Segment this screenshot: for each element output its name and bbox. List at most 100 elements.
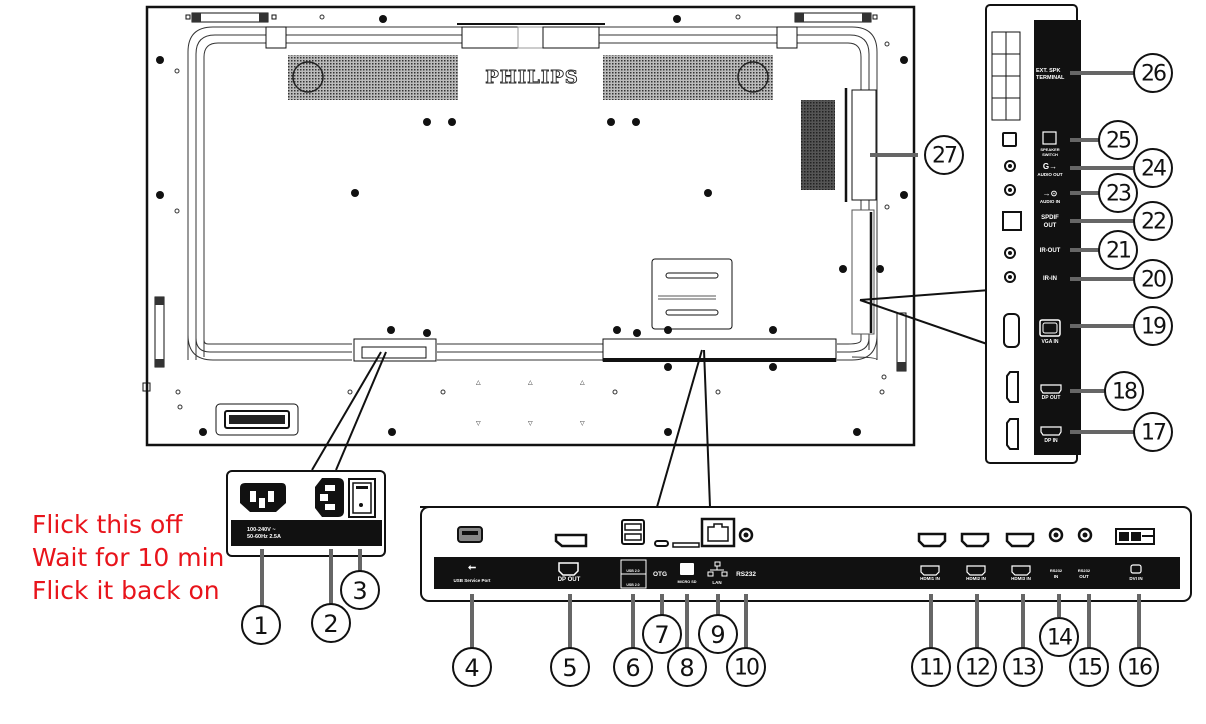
mounting-screws [156,15,908,436]
hdmi2-label-icon [966,565,986,576]
side-io-panel: EXT. SPK TERMINAL SPEAKER SWITCH G→ AUDI… [985,4,1081,464]
rs232-out-label: RS232 [1078,568,1091,573]
svg-text:17: 17 [1141,421,1166,446]
spdif-port-icon [1002,211,1022,231]
callout-19: 19 [1133,306,1173,346]
callout-circles: 1 2 3 4 5 6 7 8 9 10 11 12 13 14 15 16 1… [241,53,1173,687]
top-center-bracket [457,23,605,49]
dp-out-label: DP OUT [558,577,581,583]
side-label-strip [1034,20,1081,455]
callout-4: 4 [452,647,492,687]
usb-icon: ⭠ [468,562,476,573]
hdmi3-port-icon [1005,532,1035,548]
svg-text:9: 9 [710,621,725,649]
ac-out-socket-icon [315,478,344,517]
vga-in-label: VGA IN [1041,339,1058,345]
callout-18: 18 [1104,371,1144,411]
power-cycle-instruction: Flick this off Wait for 10 min Flick it … [32,508,224,607]
speaker-switch-label-icon [1042,131,1057,145]
svg-text:▽: ▽ [580,420,585,427]
power-callout-lines [260,549,362,607]
svg-text:3: 3 [352,577,367,605]
callout-17: 17 [1133,412,1173,452]
vent-grille [801,100,835,190]
frame-clip [776,26,798,49]
small-screws [174,14,890,410]
callout-2: 2 [311,603,351,643]
top-left-handle [185,12,277,23]
philips-logo: PHILIPS [485,67,579,88]
right-side-handle [896,312,907,372]
right-speaker-grille [603,55,773,100]
dp-out-port-icon [554,533,588,548]
power-rating-voltage: 100-240V ~ [247,527,276,533]
speaker-terminal-icon [991,31,1021,121]
svg-text:24: 24 [1141,157,1166,182]
hdmi1-port-icon [917,532,947,548]
svg-text:12: 12 [965,656,989,681]
top-right-handle [794,12,878,23]
speaker-switch-label: SPEAKER [1040,147,1059,152]
frame-clip [265,26,287,49]
svg-text:2: 2 [323,610,338,638]
callout-5: 5 [550,647,590,687]
monitor-outline [145,5,916,447]
rs232-in-label-2: IN [1054,574,1059,579]
bottom-io-panel: USB Service Port ⭠ DP OUT USB 2.0 USB 2.… [420,506,1192,602]
usb-service-label: USB Service Port [453,578,491,583]
hdmi1-label-icon [920,565,940,576]
svg-text:15: 15 [1077,656,1102,681]
ext-spk-label: EXT. SPK [1036,68,1060,74]
callout-15: 15 [1069,647,1109,687]
left-side-handle [142,296,165,392]
vga-port-icon [1003,313,1020,348]
svg-text:6: 6 [625,654,640,682]
ir-in-label: IR-IN [1043,276,1057,282]
lan-icon [707,561,728,577]
hdmi3-label: HDMI3 IN [1011,576,1031,581]
speaker-switch-icon [1002,132,1017,147]
lan-label: LAN [712,580,721,585]
dp-out-side-label-icon [1040,384,1062,394]
hdmi2-label: HDMI2 IN [966,576,986,581]
callout-27: 27 [924,135,964,175]
callout-25: 25 [1098,120,1138,160]
dp-out-side-label: DP OUT [1042,395,1061,401]
callout-10: 10 [726,647,766,687]
micro-sd-slot-icon [672,542,700,548]
ir-out-label: IR-OUT [1040,248,1061,254]
svg-text:△: △ [476,379,481,386]
dp-out-label-icon [558,562,579,576]
svg-text:20: 20 [1141,268,1166,293]
svg-text:5: 5 [562,654,577,682]
rs232-out-label-2: OUT [1079,574,1089,579]
side-cover [851,89,877,201]
dvi-in-label: DVI IN [1129,576,1142,581]
callout-6: 6 [613,647,653,687]
svg-text:7: 7 [654,621,669,649]
callout-14: 14 [1039,617,1079,657]
callout-3: 3 [340,570,380,610]
dp-in-side-label-icon [1040,426,1062,436]
callout-23: 23 [1098,173,1138,213]
svg-text:16: 16 [1127,656,1152,681]
instruction-line-1: Flick this off [32,510,183,539]
bottom-callout-lines [470,594,1141,648]
callout-24: 24 [1133,148,1173,188]
dp-in-side-port-icon [1006,418,1019,450]
bottom-label-strip [434,557,1180,589]
svg-text:22: 22 [1141,210,1165,235]
callout-1: 1 [241,605,281,645]
svg-text:27: 27 [932,144,957,169]
power-panel: 100-240V ~ 50-60Hz 2.5A [226,470,386,557]
svg-text:13: 13 [1011,656,1036,681]
callout-22: 22 [1133,201,1173,241]
audio-in-icon: →⊙ [1043,189,1058,198]
svg-text:26: 26 [1141,62,1166,87]
otg-label: OTG [653,571,667,578]
usb-a1-label: USB 2.0 [626,569,639,573]
audio-out-label: AUDIO OUT [1037,172,1063,177]
svg-text:△: △ [580,379,585,386]
lan-port-icon [700,517,736,548]
svg-text:1: 1 [253,612,268,640]
